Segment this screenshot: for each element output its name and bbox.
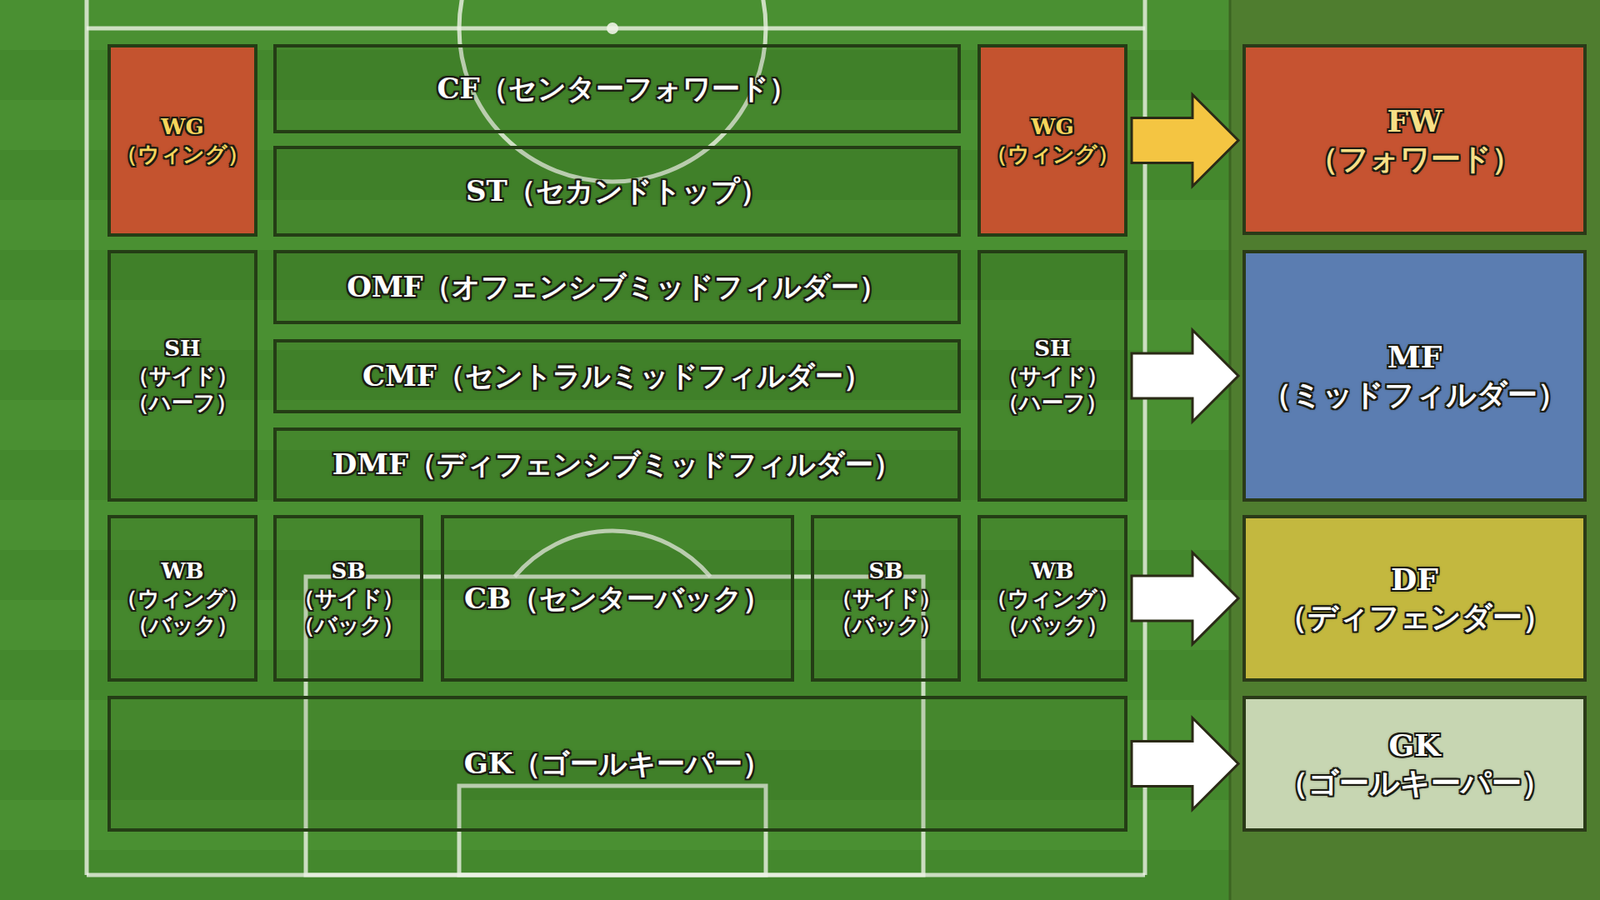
position-label: DF （ディフェンダー）	[1276, 560, 1553, 636]
position-label: SB （サイド） （バック）	[818, 557, 953, 640]
position-box: SH （サイド） （ハーフ）	[977, 250, 1128, 502]
position-label: SB （サイド） （バック）	[280, 557, 415, 640]
position-box: WB （ウィング） （バック）	[107, 515, 258, 682]
position-box: CF（センターフォワード）	[273, 44, 961, 134]
position-box: WG （ウィング）	[107, 44, 258, 237]
position-label: WB （ウィング） （バック）	[985, 557, 1120, 640]
category-box: MF （ミッドフィルダー）	[1242, 250, 1587, 502]
block-arrow	[1131, 552, 1239, 645]
category-box: FW （フォワード）	[1242, 44, 1587, 235]
position-label: FW （フォワード）	[1306, 102, 1523, 178]
position-label: WG （ウィング）	[115, 113, 250, 168]
position-label: CB（センターバック）	[464, 580, 771, 617]
position-label: SH （サイド） （ハーフ）	[985, 335, 1120, 417]
position-label: DMF（ディフェンシブミッドフィルダー）	[332, 446, 902, 483]
position-box: WB （ウィング） （バック）	[977, 515, 1128, 682]
position-box: OMF（オフェンシブミッドフィルダー）	[273, 250, 961, 325]
position-label: GK （ゴールキーパー）	[1276, 726, 1553, 802]
position-box: SB （サイド） （バック）	[273, 515, 424, 682]
position-box: SB （サイド） （バック）	[810, 515, 961, 682]
position-label: SH （サイド） （ハーフ）	[115, 335, 250, 417]
position-label: CMF（セントラルミッドフィルダー）	[362, 358, 872, 395]
position-box: CB（センターバック）	[440, 515, 795, 682]
position-label: MF （ミッドフィルダー）	[1261, 338, 1568, 414]
position-box: DMF（ディフェンシブミッドフィルダー）	[273, 427, 961, 502]
position-label: CF（センターフォワード）	[436, 70, 797, 107]
position-box: ST（セカンドトップ）	[273, 145, 961, 237]
position-label: GK（ゴールキーパー）	[464, 745, 772, 782]
block-arrow	[1131, 95, 1239, 187]
position-box: CMF（セントラルミッドフィルダー）	[273, 339, 961, 414]
block-arrow	[1131, 330, 1239, 422]
position-box: GK（ゴールキーパー）	[107, 695, 1128, 832]
block-arrow	[1131, 718, 1239, 810]
position-box: SH （サイド） （ハーフ）	[107, 250, 258, 502]
position-box: WG （ウィング）	[977, 44, 1128, 237]
position-label: ST（セカンドトップ）	[465, 173, 769, 210]
category-box: GK （ゴールキーパー）	[1242, 695, 1587, 832]
category-box: DF （ディフェンダー）	[1242, 515, 1587, 682]
position-label: WB （ウィング） （バック）	[115, 557, 250, 640]
position-label: WG （ウィング）	[985, 113, 1120, 168]
position-label: OMF（オフェンシブミッドフィルダー）	[346, 269, 887, 305]
